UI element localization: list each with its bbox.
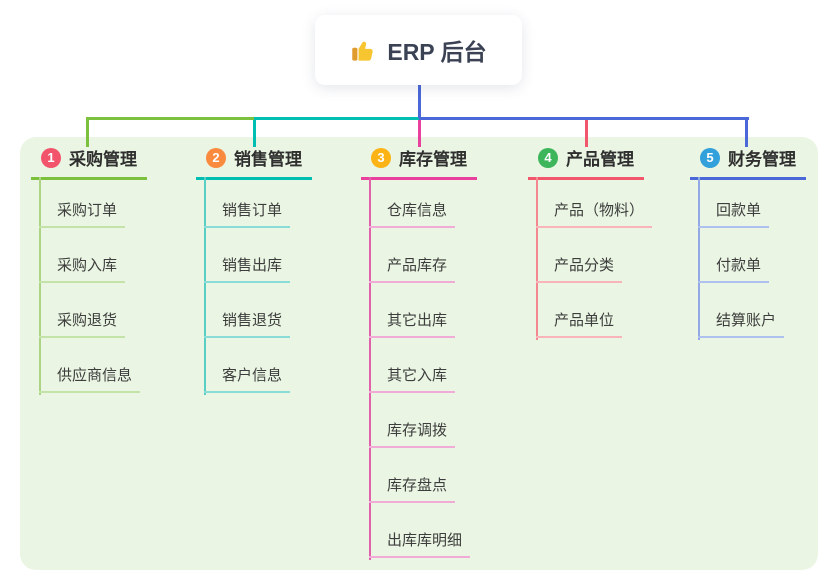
- child-node[interactable]: 其它出库: [369, 310, 456, 338]
- child-node[interactable]: 销售出库: [204, 255, 291, 283]
- branch-node-3[interactable]: 3 库存管理: [361, 144, 477, 180]
- root-node[interactable]: ERP 后台: [315, 15, 522, 85]
- branch-node-2[interactable]: 2 销售管理: [196, 144, 312, 180]
- branch-number-badge: 1: [41, 147, 61, 168]
- branch-number-badge: 3: [371, 147, 391, 168]
- connector-branch-drop: [745, 117, 748, 147]
- child-node[interactable]: 客户信息: [204, 365, 291, 393]
- branch-number-badge: 5: [700, 147, 720, 168]
- child-node[interactable]: 产品单位: [536, 310, 623, 338]
- child-node[interactable]: 库存盘点: [369, 475, 456, 503]
- branch-node-1[interactable]: 1 采购管理: [31, 144, 147, 180]
- branch-label: 采购管理: [69, 150, 137, 169]
- branch-vertical-line: [536, 177, 538, 340]
- connector-branch-drop: [585, 117, 588, 147]
- child-node[interactable]: 出库库明细: [369, 530, 471, 558]
- child-node[interactable]: 销售退货: [204, 310, 291, 338]
- branch-number-badge: 4: [538, 147, 558, 168]
- child-node[interactable]: 采购退货: [39, 310, 126, 338]
- child-node[interactable]: 产品库存: [369, 255, 456, 283]
- thumbs-up-icon: [350, 37, 377, 64]
- child-node[interactable]: 仓库信息: [369, 200, 456, 228]
- connector-branch-drop: [418, 117, 421, 147]
- branch-vertical-line: [369, 177, 371, 560]
- child-node[interactable]: 销售订单: [204, 200, 291, 228]
- child-node[interactable]: 回款单: [698, 200, 770, 228]
- child-node[interactable]: 产品（物料）: [536, 200, 653, 228]
- root-title: ERP 后台: [387, 39, 487, 65]
- connector-bus-segment: [87, 117, 254, 120]
- child-node[interactable]: 供应商信息: [39, 365, 141, 393]
- child-node[interactable]: 其它入库: [369, 365, 456, 393]
- branch-label: 产品管理: [566, 150, 634, 169]
- branch-vertical-line: [204, 177, 206, 395]
- connector-branch-drop: [86, 117, 89, 147]
- branch-vertical-line: [39, 177, 41, 395]
- child-node[interactable]: 库存调拨: [369, 420, 456, 448]
- connector-root-line: [418, 85, 421, 118]
- child-node[interactable]: 产品分类: [536, 255, 623, 283]
- branch-number-badge: 2: [206, 147, 226, 168]
- connector-bus-segment: [254, 117, 419, 120]
- child-node[interactable]: 结算账户: [698, 310, 785, 338]
- branch-node-4[interactable]: 4 产品管理: [528, 144, 644, 180]
- branch-label: 库存管理: [399, 150, 467, 169]
- connector-branch-drop: [253, 117, 256, 147]
- branch-label: 销售管理: [234, 150, 302, 169]
- child-node[interactable]: 采购订单: [39, 200, 126, 228]
- connector-bus-segment: [419, 117, 749, 120]
- branch-label: 财务管理: [728, 150, 796, 169]
- child-node[interactable]: 采购入库: [39, 255, 126, 283]
- branches-panel: [20, 137, 818, 570]
- child-node[interactable]: 付款单: [698, 255, 770, 283]
- branch-node-5[interactable]: 5 财务管理: [690, 144, 806, 180]
- branch-vertical-line: [698, 177, 700, 340]
